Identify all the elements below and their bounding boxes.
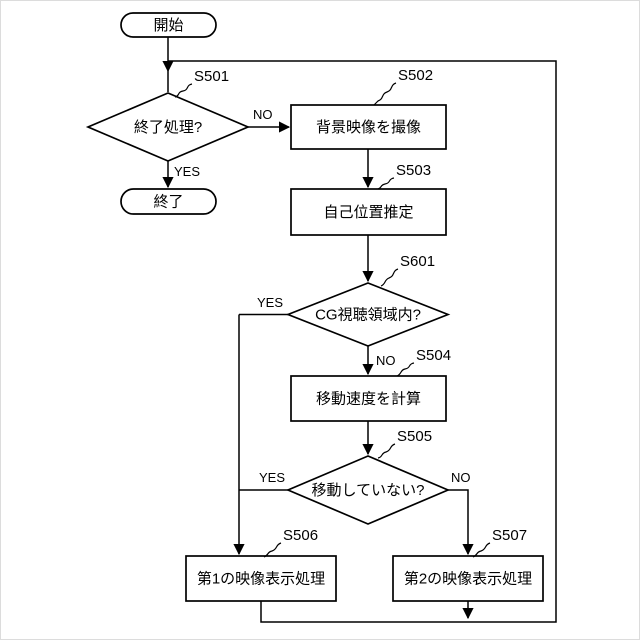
ref-s507: S507 bbox=[492, 527, 527, 544]
edge-feedback-loop bbox=[168, 60, 557, 623]
edge-s505-no bbox=[448, 489, 474, 556]
ref-s504-leader bbox=[396, 362, 415, 377]
decision-s501 bbox=[85, 92, 251, 162]
terminal-end-label: 終了 bbox=[153, 194, 183, 211]
ref-s504: S504 bbox=[416, 347, 451, 364]
ref-s502-leader bbox=[373, 82, 397, 106]
process-s503-label: 自己位置推定 bbox=[323, 204, 413, 221]
ref-s601: S601 bbox=[400, 253, 435, 270]
edge-label-s501-yes: YES bbox=[174, 164, 200, 179]
edge-label-s505-yes: YES bbox=[259, 470, 285, 485]
edge-label-s601-yes: YES bbox=[257, 295, 283, 310]
ref-s503-leader bbox=[377, 177, 395, 190]
process-s502-label: 背景映像を撮像 bbox=[316, 118, 421, 136]
decision-s505-label: 移動していない? bbox=[312, 482, 425, 499]
decision-s501-label: 終了処理? bbox=[134, 119, 202, 136]
process-s506-label: 第1の映像表示処理 bbox=[197, 570, 325, 588]
ref-s507-leader bbox=[472, 542, 491, 558]
decision-s601 bbox=[285, 282, 451, 347]
process-s502 bbox=[290, 104, 447, 150]
terminal-end bbox=[120, 188, 217, 215]
process-s504 bbox=[290, 375, 447, 422]
process-s504-label: 移動速度を計算 bbox=[316, 390, 421, 408]
ref-s502: S502 bbox=[398, 67, 433, 84]
edge-label-s501-no: NO bbox=[253, 107, 273, 122]
process-s507 bbox=[392, 555, 544, 602]
process-s506 bbox=[185, 555, 337, 602]
ref-s505: S505 bbox=[397, 428, 432, 445]
process-s503 bbox=[290, 188, 447, 236]
edge-label-s601-no: NO bbox=[376, 353, 396, 368]
ref-s505-leader bbox=[377, 443, 396, 459]
ref-s503: S503 bbox=[396, 162, 431, 179]
ref-s506-leader bbox=[263, 542, 282, 558]
ref-s501: S501 bbox=[194, 68, 229, 85]
ref-s501-leader bbox=[174, 83, 193, 98]
decision-s601-label: CG視聴領域内? bbox=[315, 307, 421, 324]
process-s507-label: 第2の映像表示処理 bbox=[404, 570, 532, 588]
ref-s506: S506 bbox=[283, 527, 318, 544]
decision-s505 bbox=[285, 455, 451, 525]
terminal-start bbox=[120, 12, 217, 38]
ref-s601-leader bbox=[380, 268, 399, 287]
edge-label-s505-no: NO bbox=[451, 470, 471, 485]
terminal-start-label: 開始 bbox=[153, 17, 183, 34]
